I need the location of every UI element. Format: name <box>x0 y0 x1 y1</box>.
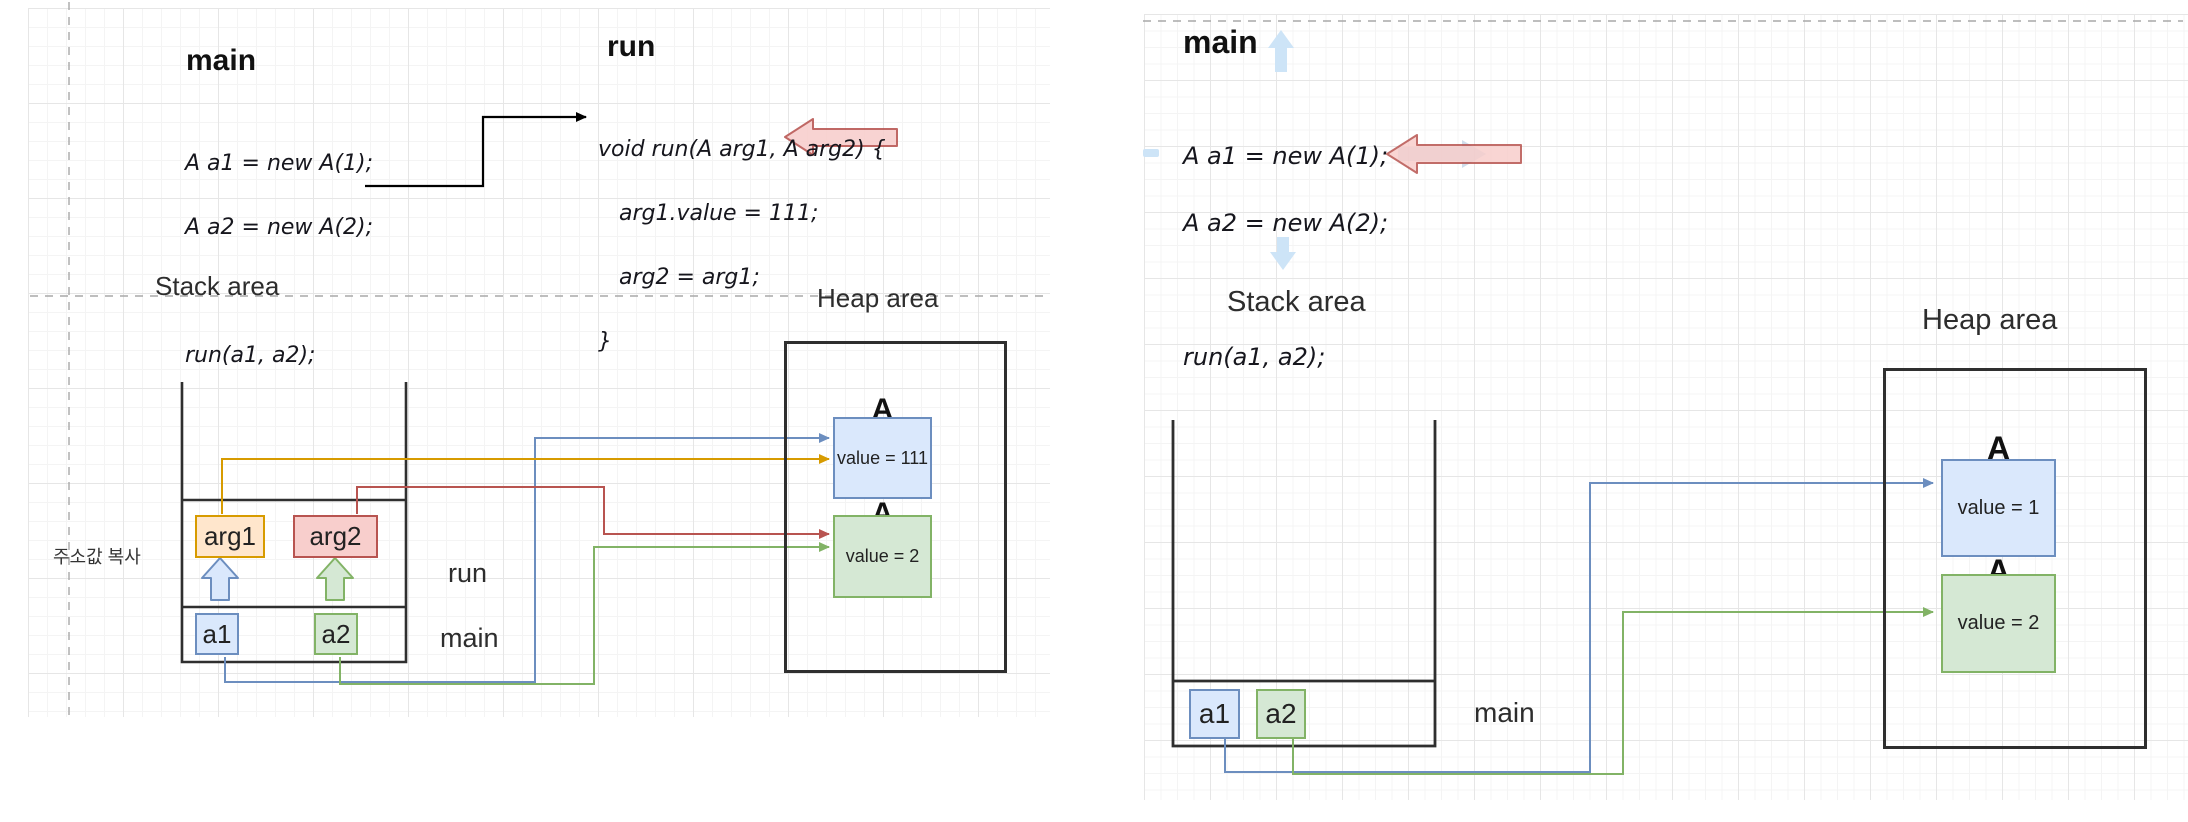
heap-object-value: value = 111 <box>837 447 928 468</box>
heap-area-box-left <box>784 341 1007 673</box>
right-heap-area-label: Heap area <box>1922 304 2058 336</box>
connector-a2-to-heap-right <box>1292 607 1934 775</box>
connector-arg1-to-heap-left <box>221 454 830 514</box>
left-run-frame-label: run <box>448 558 488 588</box>
left-stack-area-label: Stack area <box>155 271 280 301</box>
heap-object-value: value = 2 <box>845 546 920 566</box>
left-main-code: A a1 = new A(1); A a2 = new A(2); run(a1… <box>185 113 373 407</box>
code-line: run(a1, a2); <box>1183 343 1326 371</box>
code-line: run(a1, a2); <box>185 343 316 368</box>
code-line: A a2 = new A(2); <box>1183 209 1389 237</box>
right-main-heading: main <box>1183 24 1258 60</box>
copy-up-arrow-green-icon <box>316 557 354 601</box>
code-line: } <box>598 329 612 354</box>
var-label-arg2: arg2 <box>309 521 362 551</box>
code-line: A a2 = new A(2); <box>185 215 374 240</box>
connector-a2-to-heap-left <box>339 542 830 685</box>
var-box-a2-left: a2 <box>314 613 358 655</box>
copy-up-arrow-blue-icon <box>201 557 239 601</box>
right-main-code: A a1 = new A(1); A a2 = new A(2); run(a1… <box>1183 104 1388 410</box>
heap-object-a1-left: value = 111 <box>833 417 932 499</box>
left-korean-note: 주소값 복사 <box>53 547 141 567</box>
var-label-a2: a2 <box>1265 698 1297 729</box>
code-line: arg2 = arg1; <box>598 265 760 290</box>
var-label-arg1: arg1 <box>203 521 257 551</box>
var-label-a1: a1 <box>202 618 232 649</box>
heap-area-box-right <box>1883 368 2147 749</box>
code-line: A a1 = new A(1); <box>1183 142 1389 170</box>
var-label-a2: a2 <box>321 618 351 649</box>
code-line: arg1.value = 111; <box>598 201 819 226</box>
var-box-a1-right: a1 <box>1189 689 1240 739</box>
var-box-a1-left: a1 <box>195 613 239 655</box>
call-flow-arrow-icon <box>365 112 587 188</box>
faded-right-arrow-icon <box>1398 140 1486 168</box>
left-main-frame-label: main <box>440 623 499 653</box>
connector-arg2-to-heap-left <box>356 486 830 539</box>
heap-object-value: value = 2 <box>1957 612 2040 634</box>
heap-object-value: value = 1 <box>1957 496 2040 519</box>
left-run-heading: run <box>607 30 656 63</box>
left-main-heading: main <box>186 44 257 77</box>
heap-object-class-label: A <box>1986 430 2011 466</box>
var-box-arg2: arg2 <box>293 515 378 558</box>
var-label-a1: a1 <box>1198 698 1231 729</box>
heap-object-a2-left: value = 2 <box>833 515 932 598</box>
right-stack-area-label: Stack area <box>1227 286 1366 318</box>
var-box-a2-right: a2 <box>1256 689 1306 739</box>
step-marker-dash-icon <box>1143 149 1159 157</box>
code-line: void run(A arg1, A arg2) { <box>598 137 886 162</box>
heap-object-a1-right: value = 1 <box>1941 459 2056 557</box>
heap-object-a2-right: value = 2 <box>1941 574 2056 673</box>
left-run-code: void run(A arg1, A arg2) { arg1.value = … <box>598 99 886 393</box>
step-up-arrow-icon <box>1268 30 1294 72</box>
code-line: A a1 = new A(1); <box>185 151 374 176</box>
connector-a1-to-heap-right <box>1224 478 1934 773</box>
var-box-arg1: arg1 <box>195 515 265 558</box>
right-main-frame-label: main <box>1474 697 1535 728</box>
highlight-arrow-right-panel-icon <box>1386 134 1522 174</box>
left-heap-area-label: Heap area <box>817 283 939 313</box>
